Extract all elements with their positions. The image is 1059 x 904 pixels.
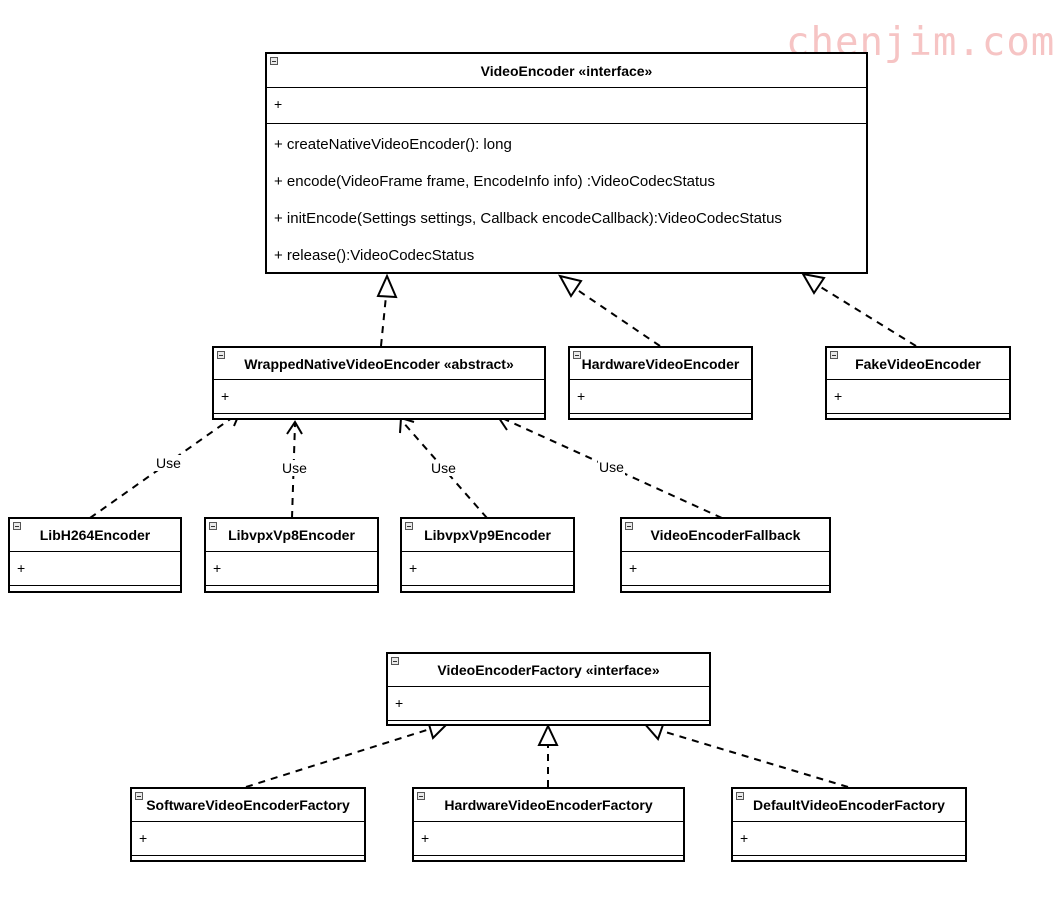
attributes-compartment: + xyxy=(17,560,26,576)
class-libh264-encoder[interactable]: LibH264Encoder + xyxy=(8,517,182,593)
collapse-icon[interactable] xyxy=(625,522,633,530)
operations-separator xyxy=(388,720,709,721)
operations-separator xyxy=(132,855,364,856)
collapse-icon[interactable] xyxy=(391,657,399,665)
use-label: Use xyxy=(430,460,457,476)
hollow-arrowhead xyxy=(558,274,583,298)
class-header: VideoEncoderFallback xyxy=(622,519,829,552)
class-title: LibH264Encoder xyxy=(39,527,151,543)
attributes-compartment: + xyxy=(577,388,586,404)
class-header: LibH264Encoder xyxy=(10,519,180,552)
edge-default-realizes-factory xyxy=(661,730,849,788)
operation: + release():VideoCodecStatus xyxy=(274,247,475,264)
class-wrapped-native-video-encoder[interactable]: WrappedNativeVideoEncoder «abstract» + xyxy=(212,346,546,420)
class-header: FakeVideoEncoder xyxy=(827,348,1009,380)
class-header: WrappedNativeVideoEncoder «abstract» xyxy=(214,348,544,380)
operations-separator xyxy=(622,585,829,586)
class-default-video-encoder-factory[interactable]: DefaultVideoEncoderFactory + xyxy=(731,787,967,862)
class-title: LibvpxVp9Encoder xyxy=(424,527,551,543)
attributes-compartment: + xyxy=(740,830,749,846)
collapse-icon[interactable] xyxy=(270,57,278,65)
edge-fake-realizes-encoder xyxy=(818,285,917,347)
class-title: SoftwareVideoEncoderFactory xyxy=(146,797,350,813)
class-video-encoder[interactable]: VideoEncoder «interface» + + createNativ… xyxy=(265,52,868,274)
class-header: LibvpxVp8Encoder xyxy=(206,519,377,552)
class-header: HardwareVideoEncoder xyxy=(570,348,751,380)
edge-vp8-uses-wrapped xyxy=(291,423,296,519)
class-libvpx-vp8-encoder[interactable]: LibvpxVp8Encoder + xyxy=(204,517,379,593)
edge-wrapped-realizes-encoder xyxy=(380,295,387,347)
class-title: VideoEncoder «interface» xyxy=(480,62,653,79)
operations-separator xyxy=(214,413,544,414)
operations-separator xyxy=(570,413,751,414)
edge-hardware-realizes-encoder xyxy=(575,288,661,347)
hollow-arrowhead xyxy=(376,273,398,299)
collapse-icon[interactable] xyxy=(135,792,143,800)
collapse-icon[interactable] xyxy=(830,351,838,359)
collapse-icon[interactable] xyxy=(405,522,413,530)
hollow-arrowhead xyxy=(537,723,559,746)
open-arrowhead xyxy=(286,420,303,435)
edge-vp9-uses-wrapped xyxy=(401,420,488,519)
collapse-icon[interactable] xyxy=(13,522,21,530)
attributes-compartment: + xyxy=(221,388,230,404)
attributes-compartment: + xyxy=(409,560,418,576)
class-hardware-video-encoder-factory[interactable]: HardwareVideoEncoderFactory + xyxy=(412,787,685,862)
class-header: SoftwareVideoEncoderFactory xyxy=(132,789,364,822)
class-title: WrappedNativeVideoEncoder «abstract» xyxy=(244,355,514,372)
class-title: DefaultVideoEncoderFactory xyxy=(753,797,945,813)
use-label: Use xyxy=(598,459,625,475)
collapse-icon[interactable] xyxy=(417,792,425,800)
hollow-arrowhead xyxy=(801,272,826,295)
class-video-encoder-factory[interactable]: VideoEncoderFactory «interface» + xyxy=(386,652,711,726)
operations-separator xyxy=(733,855,965,856)
attributes-compartment: + xyxy=(139,830,148,846)
collapse-icon[interactable] xyxy=(209,522,217,530)
operation: + createNativeVideoEncoder(): long xyxy=(274,136,512,153)
attributes-compartment: + xyxy=(213,560,222,576)
use-label: Use xyxy=(155,455,182,471)
edge-libh264-uses-wrapped xyxy=(89,414,237,519)
class-hardware-video-encoder[interactable]: HardwareVideoEncoder + xyxy=(568,346,753,420)
operations-separator xyxy=(10,585,180,586)
class-title: LibvpxVp8Encoder xyxy=(228,527,355,543)
operations-compartment: + createNativeVideoEncoder(): long + enc… xyxy=(267,124,866,284)
attributes-compartment: + xyxy=(395,695,404,711)
class-title: VideoEncoderFactory «interface» xyxy=(437,662,660,678)
operation: + initEncode(Settings settings, Callback… xyxy=(274,210,782,227)
class-fake-video-encoder[interactable]: FakeVideoEncoder + xyxy=(825,346,1011,420)
class-software-video-encoder-factory[interactable]: SoftwareVideoEncoderFactory + xyxy=(130,787,366,862)
collapse-icon[interactable] xyxy=(573,351,581,359)
class-libvpx-vp9-encoder[interactable]: LibvpxVp9Encoder + xyxy=(400,517,575,593)
attributes-compartment: + xyxy=(629,560,638,576)
class-header: LibvpxVp9Encoder xyxy=(402,519,573,552)
class-video-encoder-fallback[interactable]: VideoEncoderFallback + xyxy=(620,517,831,593)
operations-separator xyxy=(402,585,573,586)
operations-separator xyxy=(206,585,377,586)
operations-separator xyxy=(827,413,1009,414)
class-title: FakeVideoEncoder xyxy=(855,355,981,372)
collapse-icon[interactable] xyxy=(736,792,744,800)
class-header: HardwareVideoEncoderFactory xyxy=(414,789,683,822)
class-title: HardwareVideoEncoderFactory xyxy=(444,797,653,813)
operation: + encode(VideoFrame frame, EncodeInfo in… xyxy=(274,173,715,190)
attributes-compartment: + xyxy=(421,830,430,846)
attributes-compartment: + xyxy=(834,388,843,404)
class-title: HardwareVideoEncoder xyxy=(581,355,740,372)
class-title: VideoEncoderFallback xyxy=(650,527,801,543)
edge-software-realizes-factory xyxy=(245,728,431,788)
class-header: DefaultVideoEncoderFactory xyxy=(733,789,965,822)
attributes-compartment: + xyxy=(267,88,866,124)
class-header: VideoEncoderFactory «interface» xyxy=(388,654,709,687)
collapse-icon[interactable] xyxy=(217,351,225,359)
class-header: VideoEncoder «interface» xyxy=(267,54,866,88)
operations-separator xyxy=(414,855,683,856)
use-label: Use xyxy=(281,460,308,476)
